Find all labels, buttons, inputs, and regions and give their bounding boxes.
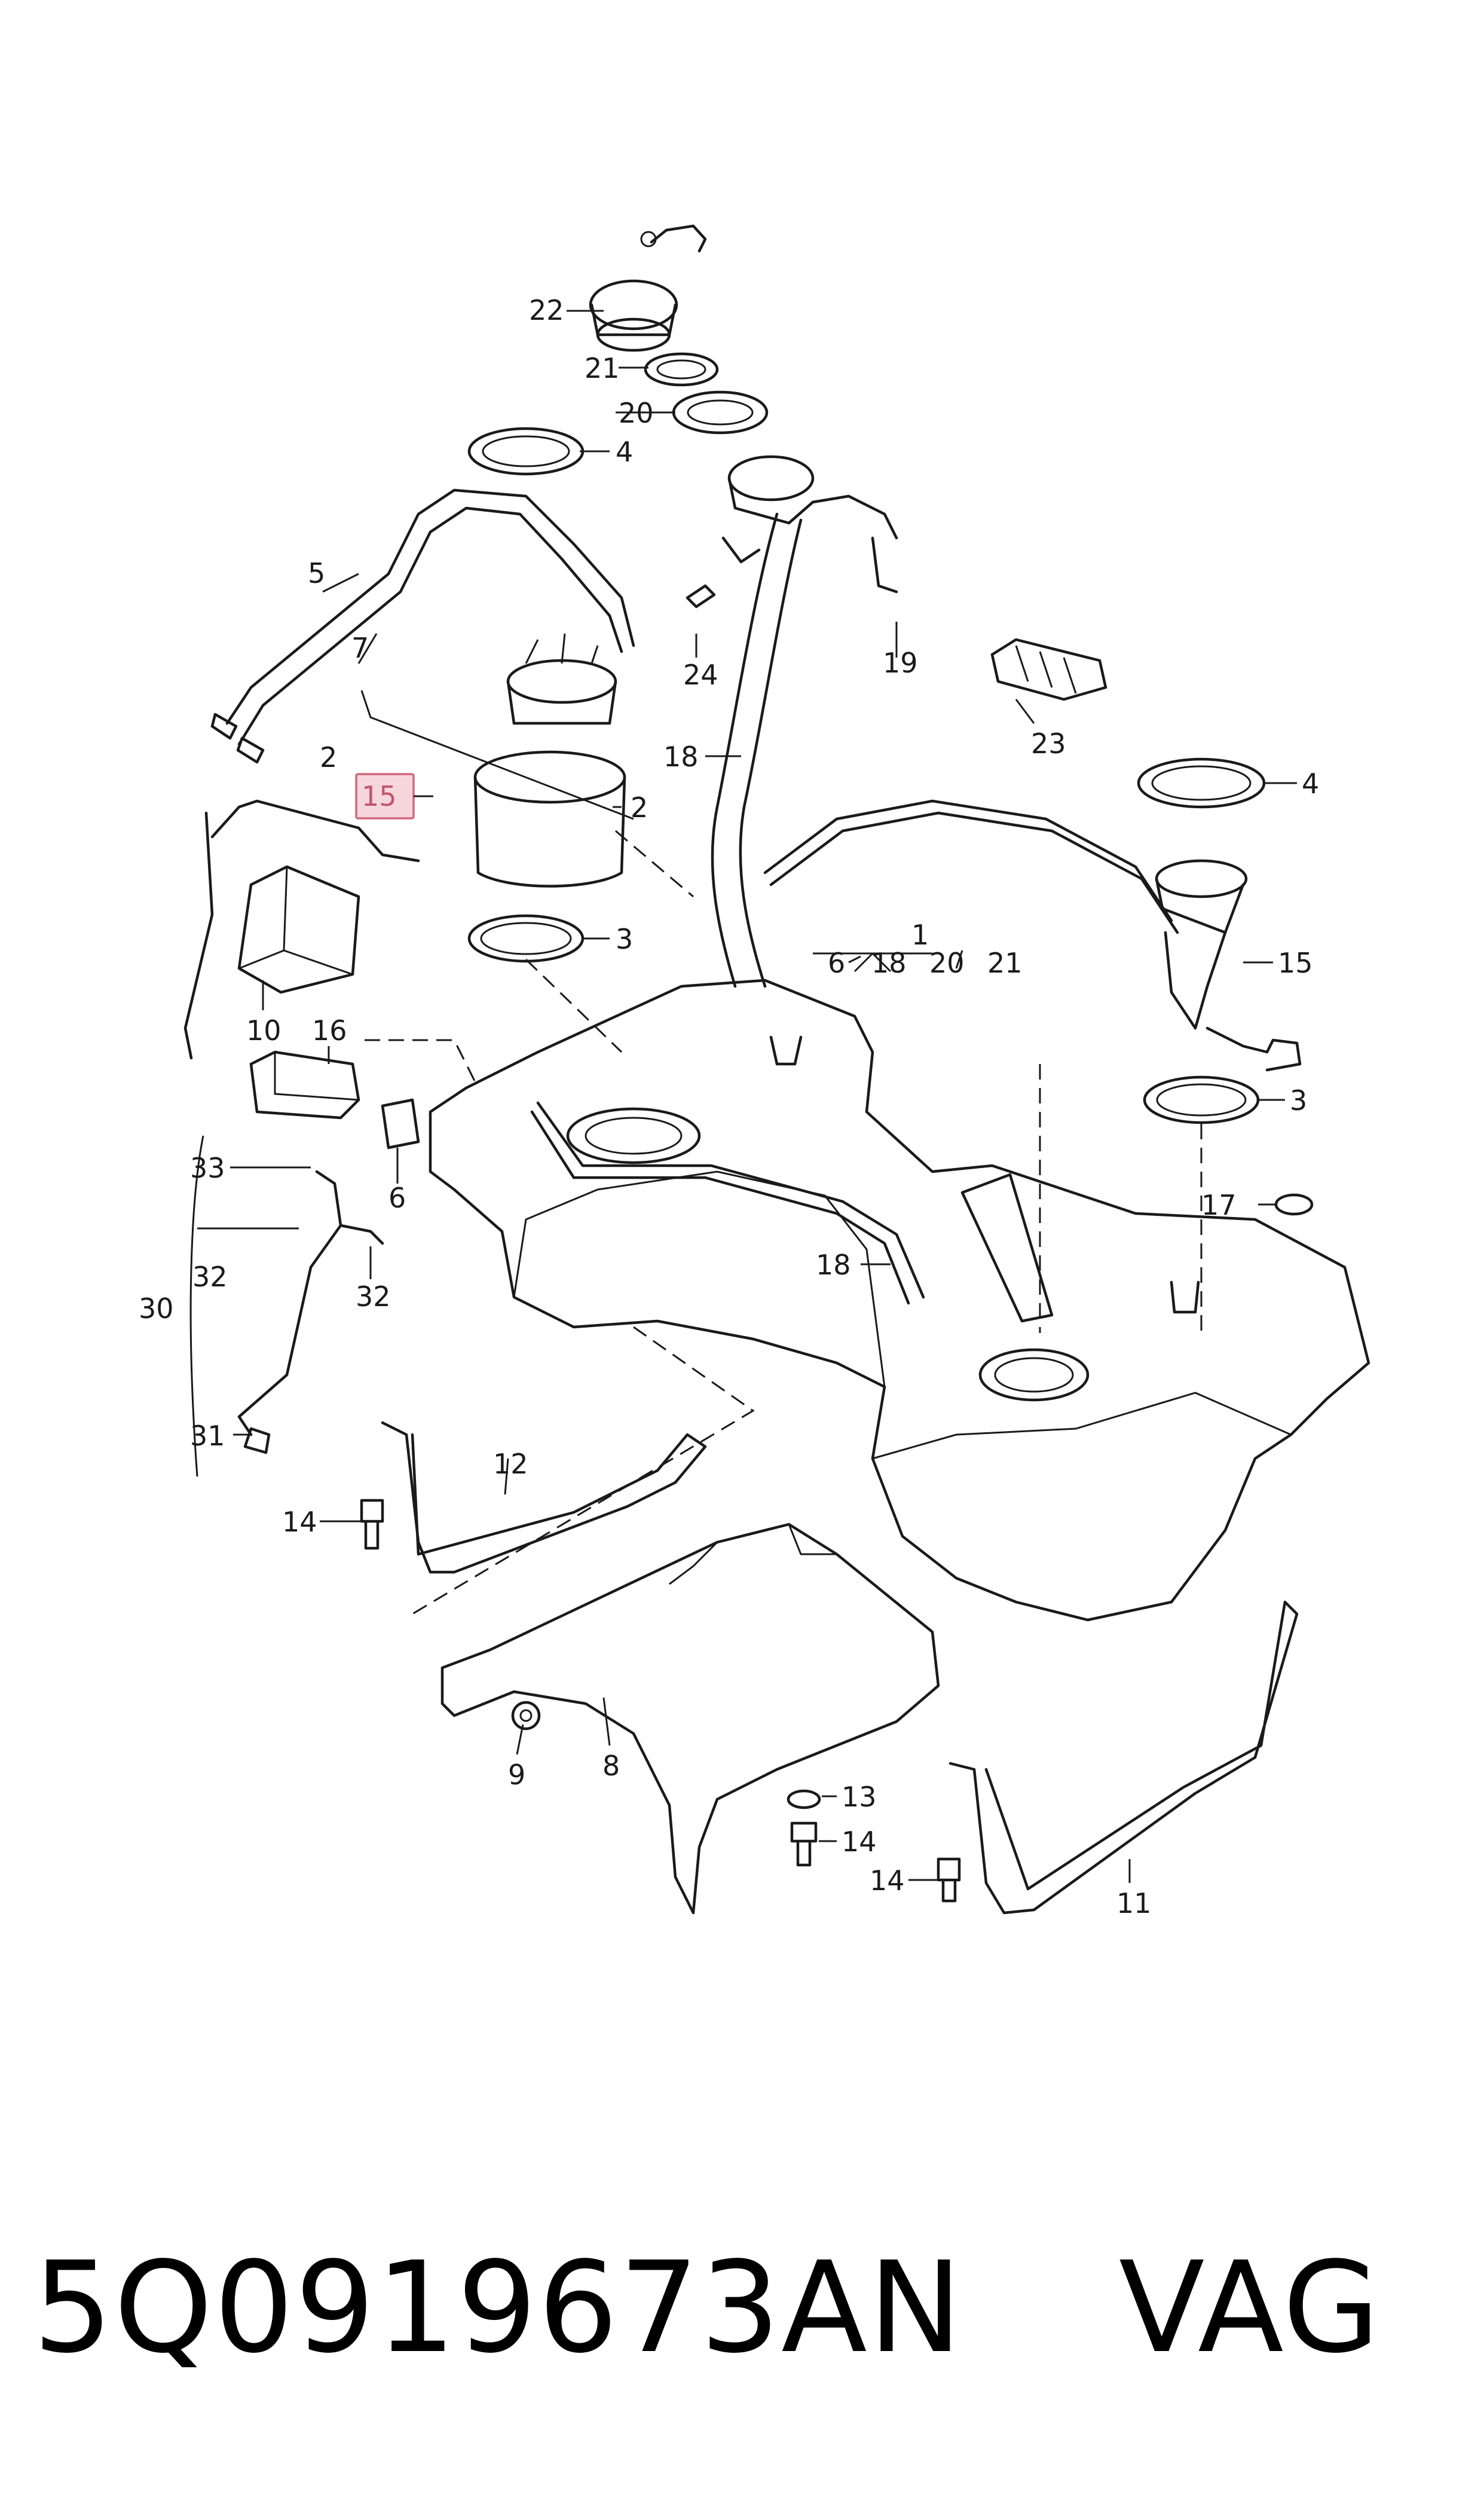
label-5: 5 (308, 557, 325, 589)
label-4-top: 4 (616, 436, 633, 468)
label-14-left: 14 (282, 1506, 317, 1538)
label-14-mid: 14 (842, 1826, 877, 1858)
fuel-tank-1 (429, 979, 1370, 1622)
heat-shield-8 (440, 1523, 940, 1915)
brand-name: VAG (1118, 2234, 1381, 2381)
tank-strap-12 (381, 1421, 707, 1574)
label-24: 24 (683, 659, 718, 691)
label-4-right: 4 (1302, 768, 1319, 800)
label-15-left: 15 (362, 780, 397, 812)
tank-hose-18 (530, 1101, 925, 1305)
label-31: 31 (190, 1420, 225, 1452)
label-9: 9 (508, 1759, 525, 1791)
wiring-harness-30 (189, 1135, 384, 1477)
fuel-pump-control-unit (183, 799, 420, 1060)
part-number: 5Q0919673AN (33, 2234, 963, 2381)
label-18-mid: 18 (816, 1249, 851, 1281)
label-18-top: 18 (663, 741, 699, 773)
label-1-sub-20: 20 (929, 947, 965, 979)
label-13: 13 (842, 1781, 877, 1813)
label-20: 20 (619, 397, 654, 429)
assembly-dashed-lines (365, 830, 1203, 1615)
label-17: 17 (1201, 1189, 1237, 1221)
label-32-b: 32 (356, 1280, 391, 1313)
label-21: 21 (585, 352, 620, 384)
label-23: 23 (1031, 727, 1066, 760)
clip-6 (381, 1098, 420, 1150)
label-16: 16 (312, 1014, 347, 1047)
fuel-lines-5-7 (210, 488, 635, 764)
label-11: 11 (1116, 1887, 1152, 1919)
filler-seal-ring (672, 390, 769, 435)
label-1-sub-6: 6 (828, 947, 845, 979)
grommet-17 (1274, 1193, 1314, 1216)
label-2-right: 2 (631, 791, 648, 824)
label-10: 10 (246, 1014, 281, 1047)
label-32-a: 32 (192, 1261, 228, 1293)
nut-9 (511, 1701, 541, 1731)
washer-13 (787, 1789, 821, 1809)
label-14-bottom: 14 (870, 1864, 905, 1897)
left-fuel-pump-module (473, 633, 626, 888)
label-1-sub-18: 18 (871, 947, 907, 979)
label-1: 1 (911, 919, 929, 951)
tank-strap-11 (948, 1600, 1299, 1915)
label-3-top: 3 (616, 923, 633, 955)
label-6: 6 (388, 1182, 406, 1214)
label-19: 19 (883, 647, 918, 679)
right-sealing-ring-4 (1137, 757, 1266, 809)
label-15-right: 15 (1278, 947, 1313, 979)
cap-retaining-ring (644, 352, 719, 387)
part-caption: 5Q0919673AN VAG (33, 2152, 1455, 2463)
filler-neck-pipe (711, 455, 898, 988)
fuel-filler-cap (589, 224, 707, 352)
mounting-bracket-23 (990, 638, 1107, 701)
label-30: 30 (139, 1292, 174, 1325)
label-3-right: 3 (1290, 1084, 1307, 1117)
fuel-system-exploded-diagram: 22 21 20 4 5 7 2 15 2 3 18 24 19 23 4 15… (139, 224, 1370, 1919)
left-locking-ring-3 (467, 914, 585, 963)
relay-box-16 (249, 1050, 360, 1120)
bolt-14-bottom (937, 1857, 961, 1903)
callout-labels: 22 21 20 4 5 7 2 15 2 3 18 24 19 23 4 15… (139, 294, 1319, 1919)
hose-clamp-bolt (686, 536, 898, 609)
label-12: 12 (493, 1448, 528, 1480)
label-8: 8 (602, 1750, 620, 1782)
label-2-left: 2 (320, 741, 337, 774)
bolt-14-mid (790, 1821, 818, 1867)
left-sealing-ring-4 (467, 427, 585, 476)
bolt-14-left (360, 1499, 384, 1550)
right-locking-ring-3 (1143, 1075, 1260, 1124)
right-fuel-sender-unit (763, 799, 1302, 1072)
label-1-sub-21: 21 (987, 947, 1023, 979)
label-33: 33 (190, 1152, 225, 1184)
callout-leaders (197, 310, 1297, 1883)
label-22: 22 (529, 294, 564, 326)
label-7: 7 (351, 632, 369, 664)
